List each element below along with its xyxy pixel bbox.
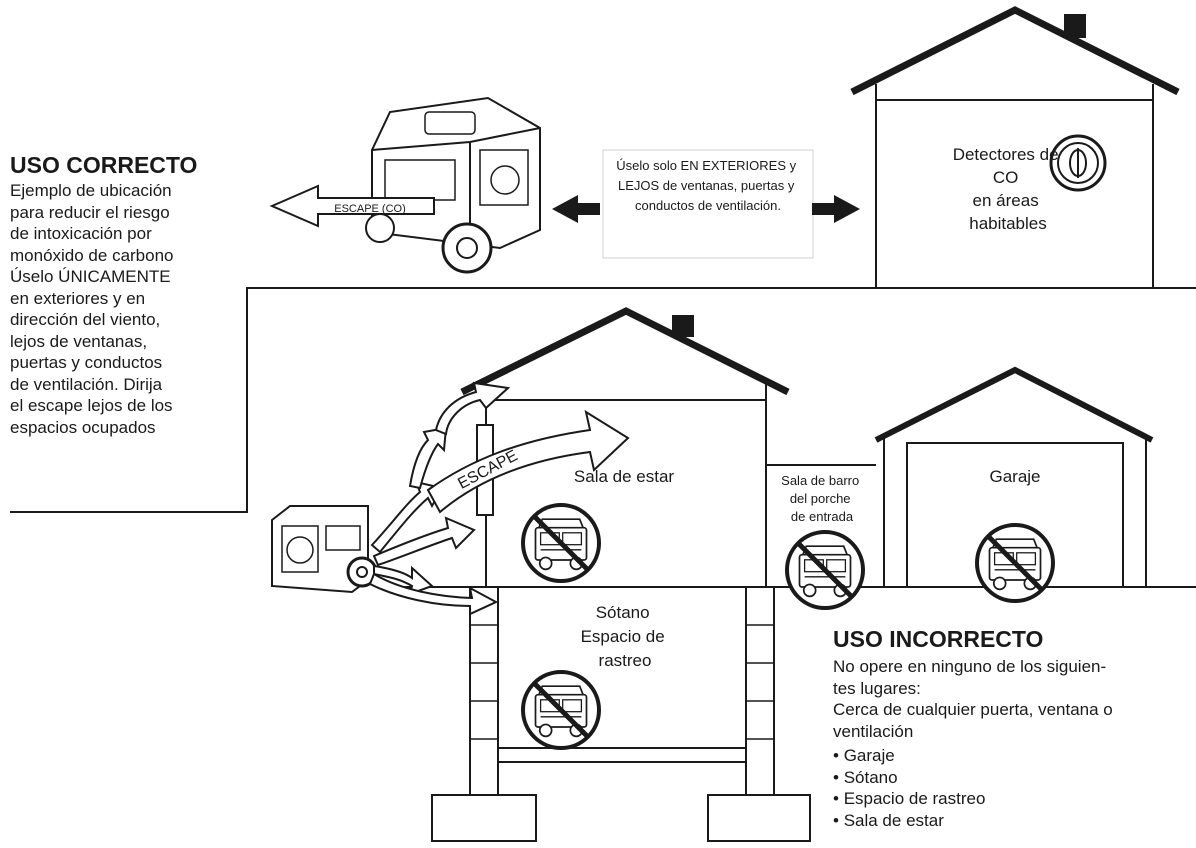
porch-label: Sala de barro del porche de entrada [781, 473, 863, 524]
generator-icon [365, 96, 541, 274]
correct-line: espacios ocupados [10, 417, 156, 437]
correct-line: en exteriores y en [10, 288, 146, 308]
house-top [850, 6, 1180, 288]
incorrect-line: No opere en ninguno de los siguien- [833, 657, 1107, 676]
correct-line: Ejemplo de ubicación [10, 181, 172, 200]
incorrect-line: Cerca de cualquier puerta, ventana o [833, 700, 1113, 719]
outdoor-note-box [602, 149, 814, 259]
incorrect-use-heading: USO INCORRECTO [833, 626, 1044, 652]
list-item: Garaje [833, 745, 985, 767]
generator-lower-icon [271, 505, 378, 594]
correct-line: puertas y conductos [10, 353, 163, 372]
list-item: Sala de estar [833, 810, 985, 832]
prohibited-sign-icon [521, 503, 601, 583]
right-arrow-icon [812, 195, 860, 223]
left-arrow-icon [552, 195, 600, 223]
list-item: Espacio de rastreo [833, 788, 986, 810]
correct-line: de intoxicación por [10, 224, 152, 243]
correct-line: lejos de ventanas, [10, 331, 148, 351]
correct-line: Úselo ÚNICAMENTE [10, 267, 171, 286]
list-item: Sótano [833, 767, 985, 789]
section-divider [10, 287, 1196, 513]
incorrect-line: tes lugares: [833, 678, 921, 698]
correct-line: monóxido de carbono [10, 245, 174, 265]
incorrect-use-list: Garaje Sótano Espacio de rastreo Sala de… [833, 745, 986, 845]
incorrect-line: ventilación [833, 721, 914, 741]
correct-use-text: Ejemplo de ubicación para reducir el rie… [10, 180, 174, 438]
correct-line: para reducir el riesgo [10, 202, 170, 222]
garage [874, 366, 1154, 588]
house-main [460, 307, 790, 587]
correct-line: dirección del viento, [10, 310, 161, 329]
outdoor-note: Úselo solo EN EXTERIORES y LEJOS de vent… [616, 158, 800, 213]
exhaust-label: ESCAPE (CO) [334, 203, 406, 215]
prohibited-sign-icon [785, 530, 865, 610]
basement-label: Sótano Espacio de rastreo [581, 603, 670, 670]
prohibited-sign-icon [521, 670, 601, 750]
prohibited-sign-icon [975, 523, 1055, 603]
correct-line: el escape lejos de los [10, 396, 173, 415]
correct-line: de ventilación. Dirija [10, 374, 163, 394]
correct-use-heading: USO CORRECTO [10, 152, 198, 178]
detector-label: Detectores de CO en áreas habitables [953, 145, 1064, 233]
escape-arrow-icon [426, 409, 630, 514]
exhaust-fan-arrows-icon [368, 381, 511, 616]
living-room-label: Sala de estar [574, 467, 675, 486]
basement [431, 586, 811, 842]
garage-label: Garaje [989, 467, 1040, 486]
exhaust-arrow-icon [269, 184, 435, 228]
co-detector-icon [1049, 134, 1107, 192]
incorrect-use-text: No opere en ninguno de los siguien- tes … [833, 656, 1113, 742]
